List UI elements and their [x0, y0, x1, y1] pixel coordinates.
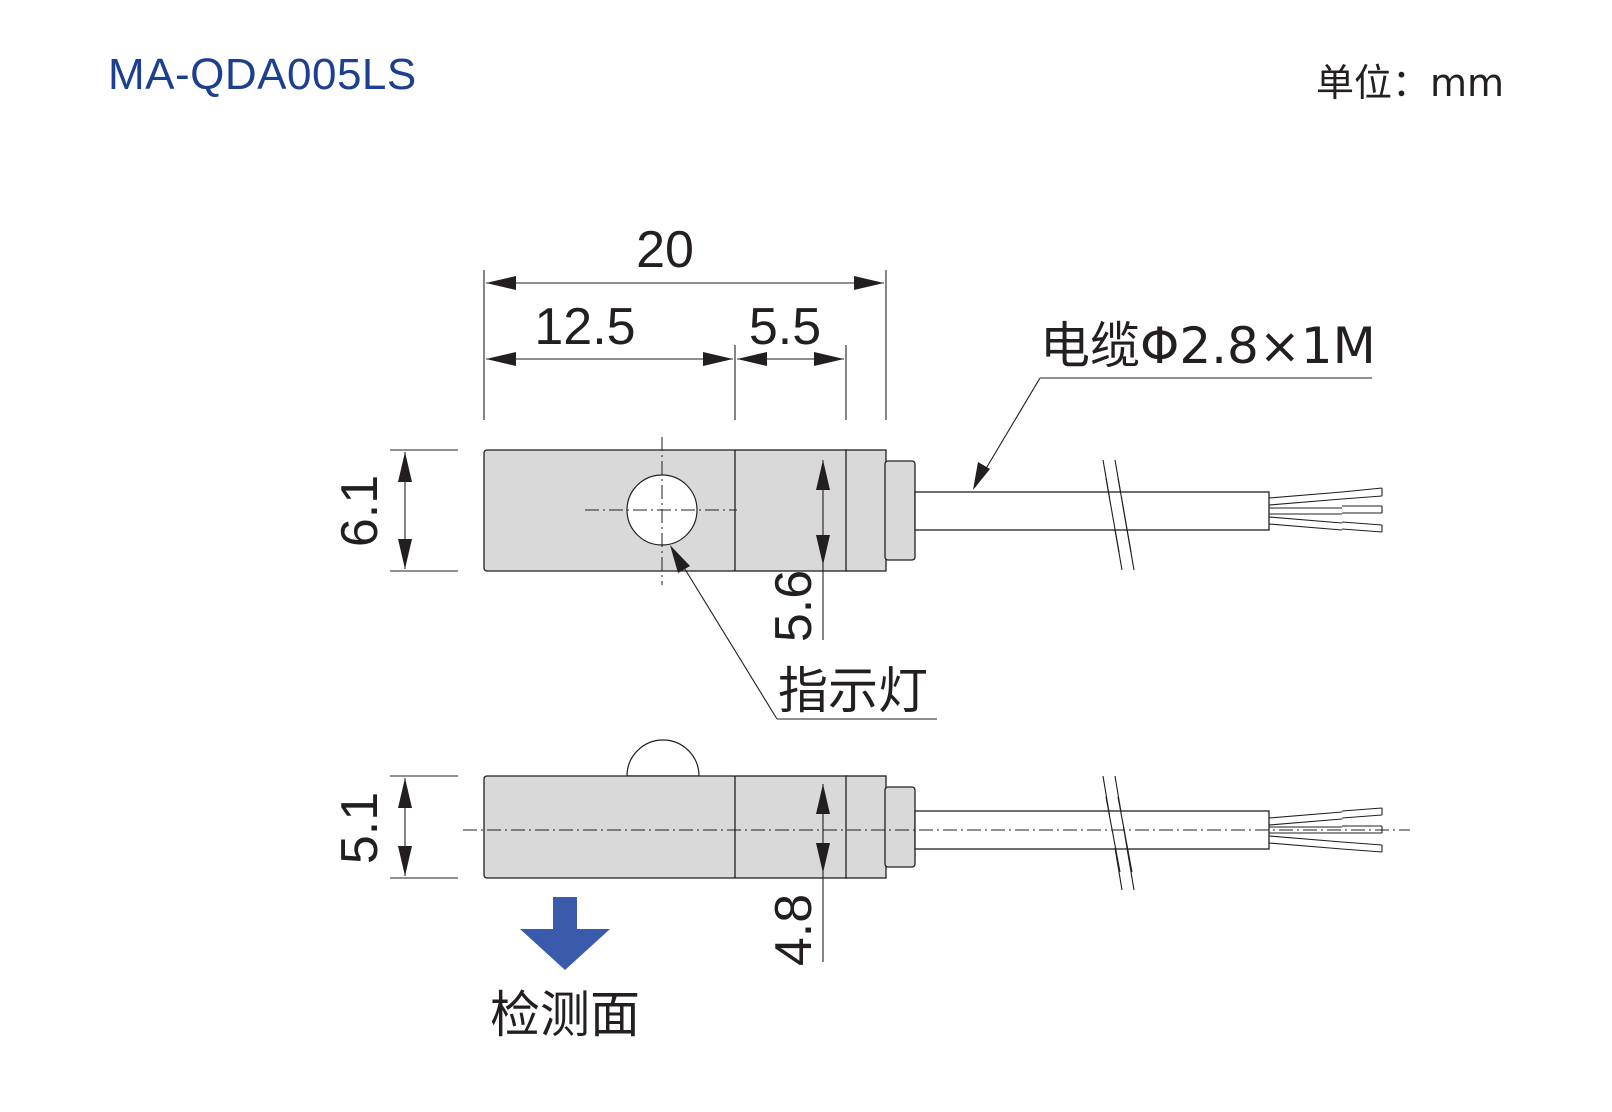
dim-height-top: 6.1	[331, 449, 458, 572]
dim-cable-height-top-text: 5.6	[765, 570, 823, 642]
unit-label: 单位：mm	[1315, 61, 1504, 105]
dim-cable-height-side: 4.8	[765, 784, 830, 966]
dim-body-length: 12.5	[486, 298, 733, 366]
cable-boot-side	[884, 786, 916, 868]
dim-cap-length-text: 5.5	[749, 298, 821, 356]
cable-boot-top	[884, 460, 916, 561]
page-title: MA-QDA005LS	[108, 50, 417, 99]
dim-total-length-text: 20	[636, 221, 694, 279]
indicator-label-leader: 指示灯	[670, 545, 937, 720]
cable-label-leader: 电缆Φ2.8×1M	[973, 317, 1376, 490]
detection-face-arrow	[520, 897, 610, 970]
cable-top	[914, 491, 1270, 531]
dim-total-length: 20	[486, 221, 884, 290]
indicator-label: 指示灯	[778, 662, 928, 720]
dim-height-side: 5.1	[331, 775, 458, 879]
dim-body-length-text: 12.5	[534, 298, 635, 356]
dim-cable-height-side-text: 4.8	[765, 894, 823, 966]
sensor-cap-top	[845, 449, 887, 572]
dim-cap-length: 5.5	[737, 298, 844, 366]
indicator-led-side	[626, 739, 700, 777]
top-view: 20 12.5 5.5 电缆Φ2.8×1M	[331, 221, 1383, 720]
dim-cable-height-top: 5.6	[765, 460, 830, 642]
dim-height-side-text: 5.1	[331, 792, 389, 864]
sensor-neck-side	[734, 775, 848, 879]
sensor-cap-side	[845, 775, 887, 879]
sensor-body-side	[483, 775, 737, 879]
side-view: 5.1 4.8 检测面	[331, 739, 1410, 1044]
dim-height-top-text: 6.1	[331, 475, 389, 547]
sensor-neck-top	[734, 449, 848, 572]
cable-label: 电缆Φ2.8×1M	[1040, 317, 1376, 375]
wires-top	[1268, 487, 1383, 533]
detection-face-label: 检测面	[490, 986, 640, 1044]
